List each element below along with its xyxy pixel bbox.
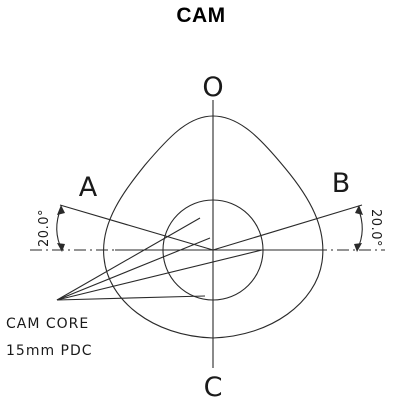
line-a — [59, 204, 214, 251]
cam-core-circle — [162, 199, 264, 301]
angle-label-left: 20.0° — [37, 209, 52, 247]
arrow-right-bottom — [354, 243, 362, 252]
arrow-left-top — [57, 205, 65, 215]
label-bottom: C — [204, 372, 223, 403]
leader-line-2 — [56, 237, 211, 301]
angle-label-right: 20.0° — [368, 209, 383, 247]
diagram-title: CAM — [176, 4, 226, 27]
core-label-line1: CAM CORE — [6, 316, 89, 332]
arrow-left-bottom — [57, 243, 65, 252]
label-a: A — [79, 172, 98, 203]
line-b — [212, 204, 363, 251]
core-label-line2: 15mm PDC — [6, 343, 93, 359]
label-b: B — [332, 168, 351, 199]
leader-line-4 — [56, 295, 206, 301]
leader-line-1 — [56, 217, 201, 301]
cam-outline — [103, 115, 324, 339]
label-top: O — [202, 72, 223, 103]
arrow-right-top — [355, 205, 363, 215]
leader-line-3 — [56, 249, 263, 301]
